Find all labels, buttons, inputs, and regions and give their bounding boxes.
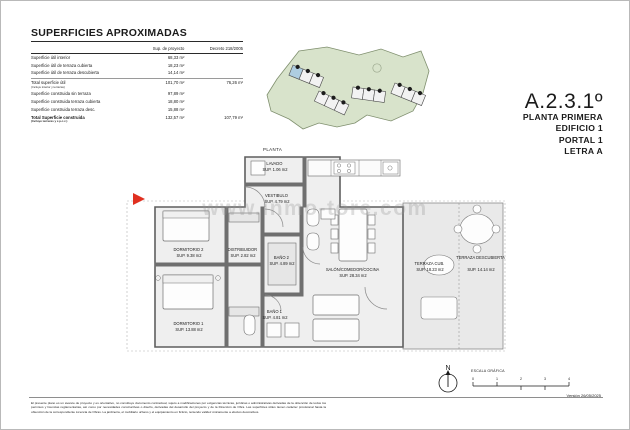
north-letter: N xyxy=(445,365,450,372)
surfaces-table: Sup. de proyecto Decreto 218/2005 Superf… xyxy=(31,45,243,125)
room-label-terraza-cubierta: TERRAZA CUB. SUP. 18.23 m2 xyxy=(415,261,446,272)
table-row: Superficie útil de terraza cubierta 18,2… xyxy=(31,62,243,70)
site-building-cluster-3 xyxy=(351,85,387,103)
row-value-decreto: 107,79 m² xyxy=(224,114,243,120)
stove-icon xyxy=(333,161,356,175)
living-sofa xyxy=(312,294,360,342)
row-label-main: Total Superficie construida xyxy=(31,114,85,120)
wardrobes xyxy=(228,212,297,317)
row-label: Superficie construida terraza cubierta xyxy=(31,99,101,105)
room-label-bano-2: BAÑO 2 SUP. 4.89 m2 xyxy=(270,255,296,266)
row-value-proyecto: 15,88 m² xyxy=(167,106,185,112)
room-label-lavado: LAVADO SUP. 1.06 m2 xyxy=(263,161,289,172)
row-value-proyecto: 132,57 m² xyxy=(165,114,185,120)
legal-disclaimer: El presente plano es un avance de proyec… xyxy=(31,401,326,414)
room-label-terraza-descubierta: TERRAZA DESCUBIERTA SUP. 14.14 m2 xyxy=(456,255,506,272)
scale-tick-2: 2 xyxy=(520,377,522,381)
row-label-sub: (Incluye interior y terrazas) xyxy=(31,84,65,89)
scale-label: ESCALA GRÁFICA xyxy=(471,369,505,373)
bed-bedroom-1 xyxy=(155,274,221,310)
row-value-proyecto: 18,80 m² xyxy=(167,99,185,105)
door-swings xyxy=(244,186,388,312)
table-row: Superficie construida terraza desc. 15,8… xyxy=(31,106,243,114)
room-label-bano-1: BAÑO 1 SUP. 4.81 m2 xyxy=(263,309,289,320)
room-label-dormitorio-1: DORMITORIO 1 SUP. 13.88 m2 xyxy=(173,321,204,332)
row-value-decreto xyxy=(190,106,243,114)
room-label-dormitorio-2: DORMITORIO 2 SUP. 9.38 m2 xyxy=(173,247,204,258)
title-line-letra: LETRA A xyxy=(564,146,603,157)
bathroom-1-fixtures xyxy=(243,314,300,338)
title-block: A.2.3.1º PLANTA PRIMERA EDIFICIO 1 PORTA… xyxy=(523,91,603,157)
scale-tick-4: 4 xyxy=(568,377,570,381)
laundry-fixtures xyxy=(250,160,266,176)
bathroom-2-fixtures xyxy=(306,208,336,251)
table-row: Total superficie útil (Incluye interior … xyxy=(31,77,243,91)
kitchen-counter xyxy=(307,159,401,177)
interior-walls xyxy=(154,156,307,348)
floor-plan: LAVADO SUP. 1.06 m2 VESTIBULO SUP. 4.79 … xyxy=(125,147,507,372)
row-label: Total Superficie construida (Incluye ter… xyxy=(31,114,136,125)
planta-label: PLANTA xyxy=(263,147,283,152)
row-value-decreto xyxy=(190,54,243,62)
bed-bedroom-2 xyxy=(162,210,210,242)
sink-icon xyxy=(382,161,399,175)
row-label: Superficie útil interior xyxy=(31,54,71,60)
table-row: Superficie construida sin terraza 97,89 … xyxy=(31,91,243,99)
header-blank xyxy=(31,45,136,55)
unit-code: A.2.3.1º xyxy=(524,90,603,113)
version-label: Versión 26/05/2025 xyxy=(566,393,601,398)
north-arrow: N xyxy=(431,361,467,395)
site-roundabout-icon xyxy=(372,63,382,73)
site-building-cluster-2 xyxy=(313,90,350,116)
footer-divider xyxy=(29,397,603,398)
row-label-main: Total superficie útil xyxy=(31,80,66,86)
row-value-proyecto: 97,89 m² xyxy=(167,91,185,97)
title-line-edificio: EDIFICIO 1 xyxy=(555,123,603,134)
row-value-decreto: 76,26 m² xyxy=(190,77,243,91)
row-value-proyecto: 14,14 m² xyxy=(167,70,185,76)
site-building-cluster-4 xyxy=(390,82,426,106)
title-line-portal: PORTAL 1 xyxy=(558,134,603,145)
row-value-proyecto: 68,33 m² xyxy=(167,54,185,60)
row-label: Superficie útil de terraza descubierta xyxy=(31,70,99,76)
surfaces-table-block: SUPERFICIES APROXIMADAS Sup. de proyecto… xyxy=(31,27,243,125)
scale-tick-1: 1 xyxy=(496,377,498,381)
terrace-furniture xyxy=(420,204,501,320)
row-value-proyecto: 18,23 m² xyxy=(167,62,185,68)
row-value-decreto xyxy=(190,70,243,78)
table-row: Superficie útil de terraza descubierta 1… xyxy=(31,70,243,78)
scale-tick-0: 0 xyxy=(472,377,474,381)
entrance-arrow-icon xyxy=(133,193,145,205)
row-value-decreto xyxy=(190,91,243,99)
table-row: Superficie útil interior 68,33 m² xyxy=(31,54,243,62)
row-label-sub: (Incluye terrazas y z.p.c.c.) xyxy=(31,119,68,124)
room-label-salon-comedor-cocina: SALÓN/COMEDOR/COCINA SUP. 28.34 m2 xyxy=(326,267,380,278)
row-value-decreto xyxy=(190,98,243,106)
row-label: Superficie construida sin terraza xyxy=(31,91,91,97)
graphic-scale-bar: ESCALA GRÁFICA 0 1 2 3 4 xyxy=(471,369,571,395)
table-row: Superficie construida terraza cubierta 1… xyxy=(31,98,243,106)
room-label-vestibulo: VESTIBULO SUP. 4.79 m2 xyxy=(265,193,291,204)
header-sup-proyecto: Sup. de proyecto xyxy=(135,45,191,55)
row-value-decreto xyxy=(190,62,243,70)
row-value-proyecto: 101,70 m² xyxy=(135,77,191,91)
site-landmass xyxy=(266,46,430,130)
table-row: Total Superficie construida (Incluye ter… xyxy=(31,114,243,125)
row-label: Total superficie útil (Incluye interior … xyxy=(31,77,136,91)
surfaces-title: SUPERFICIES APROXIMADAS xyxy=(31,27,243,42)
row-label: Superficie construida terraza desc. xyxy=(31,106,96,112)
table-header-row: Sup. de proyecto Decreto 218/2005 xyxy=(31,45,243,55)
header-decreto: Decreto 218/2005 xyxy=(190,45,243,55)
site-building-cluster-1 xyxy=(288,64,324,88)
row-label: Superficie útil de terraza cubierta xyxy=(31,62,93,68)
scale-tick-3: 3 xyxy=(544,377,546,381)
site-key-plan xyxy=(263,41,433,146)
north-arrowhead-icon xyxy=(445,370,451,375)
room-label-distribuidor: DISTRIBUIDOR SUP. 2.82 m2 xyxy=(228,247,258,258)
dining-table xyxy=(330,208,376,262)
title-line-planta: PLANTA PRIMERA xyxy=(522,112,603,122)
